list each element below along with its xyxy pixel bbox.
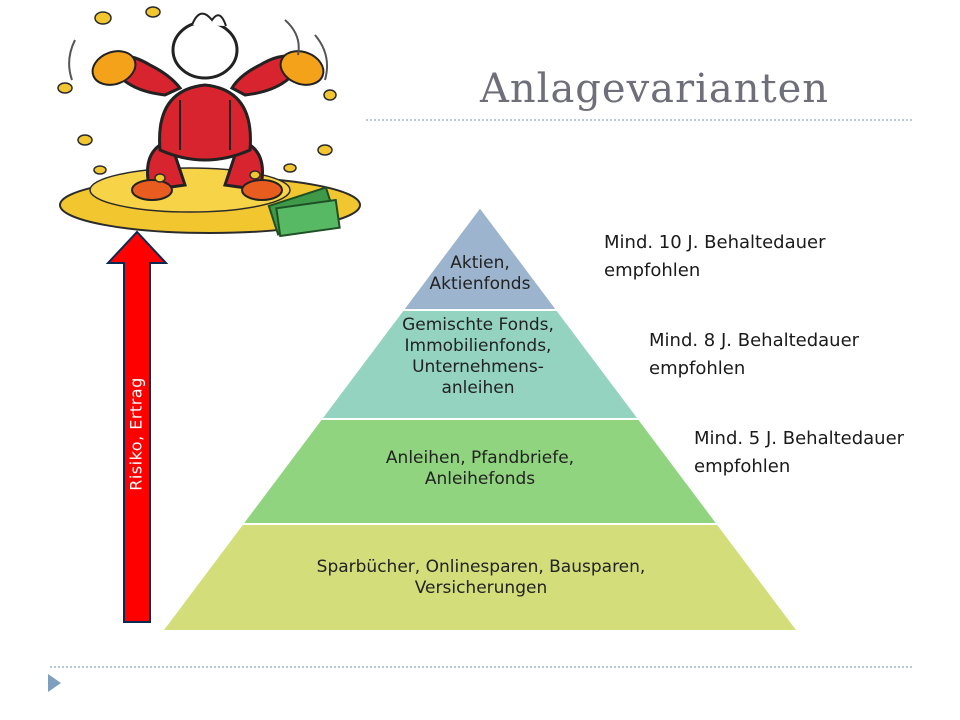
note-holding-period-5y: Mind. 5 J. Behaltedauer empfohlen <box>694 428 905 477</box>
pyramid-layer-bonds-label: Anleihen, Pfandbriefe, Anleihefonds <box>385 448 575 489</box>
pyramid-layer-stocks-label: Aktien, Aktienfonds <box>429 253 531 294</box>
note-holding-period-10y: Mind. 10 J. Behaltedauer empfohlen <box>604 232 826 281</box>
pyramid-layer-savings-label: Sparbücher, Onlinesparen, Bausparen, Ver… <box>316 557 646 598</box>
cartoon-money-illustration <box>57 6 361 238</box>
footer-divider <box>50 666 912 668</box>
pyramid-layer-mixed-funds-label: Gemischte Fonds, Immobilienfonds, Untern… <box>402 315 554 398</box>
note-holding-period-8y: Mind. 8 J. Behaltedauer empfohlen <box>649 330 860 379</box>
page-title: Anlagevarianten <box>480 66 830 112</box>
slide-bullet-icon <box>48 674 61 692</box>
pyramid-layer-savings <box>160 523 800 632</box>
title-divider <box>366 119 912 121</box>
